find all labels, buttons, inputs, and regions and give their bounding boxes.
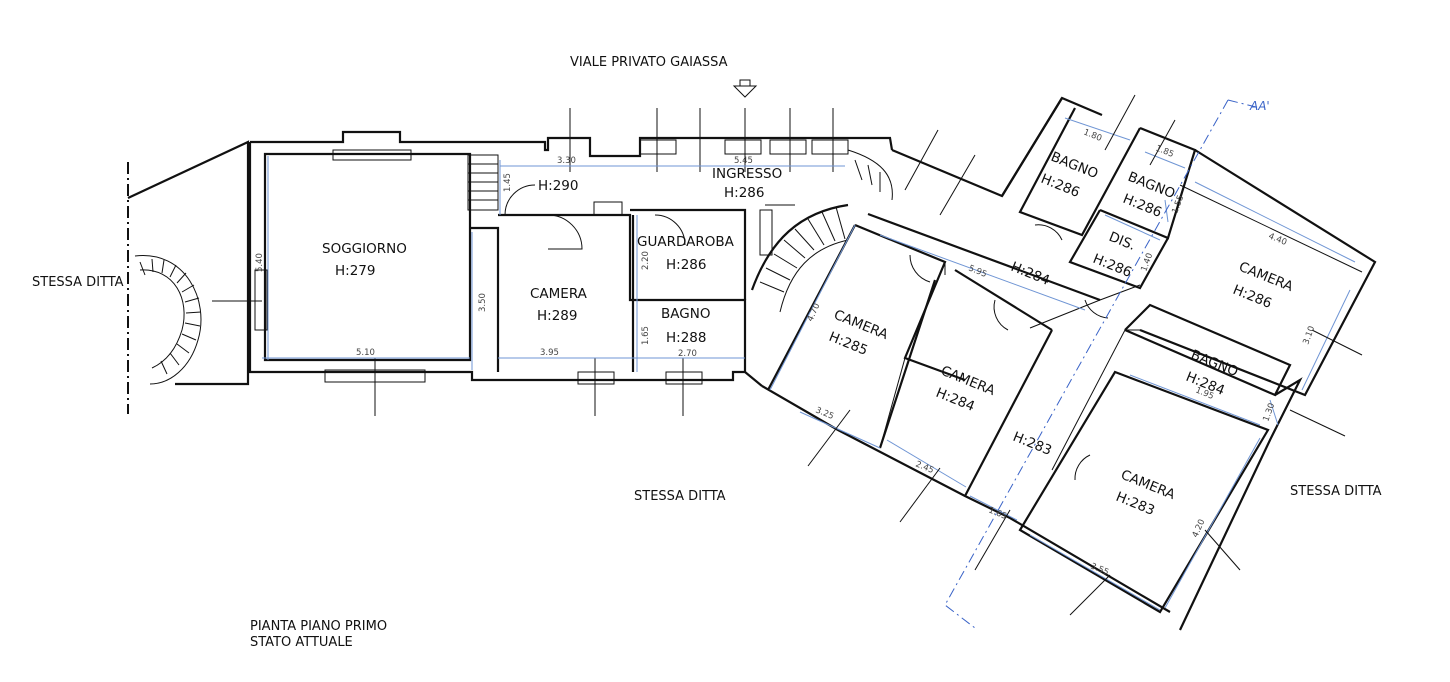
room-height: H:286 (1039, 171, 1083, 201)
camera-286-walls (1139, 149, 1377, 397)
dimension-label: 1.30 (1261, 402, 1277, 423)
dis-walls (1068, 209, 1169, 290)
camera-284-west (878, 279, 937, 449)
neighbor-left-label: STESSA DITTA (32, 275, 124, 290)
dimension-labels: 5.40 5.10 3.50 3.95 3.30 1.45 5.45 2.20 … (255, 128, 1317, 578)
room-height: H:290 (538, 178, 578, 194)
bagno-window-south (665, 371, 703, 385)
dimension-label: 5.95 (967, 264, 988, 280)
room-name: BAGNO (661, 306, 710, 322)
section-cut-label: AA' (1249, 99, 1270, 113)
dimension-label: 5.45 (734, 156, 753, 166)
dimension-label: 1.85 (1154, 144, 1175, 160)
south-wing-wall (761, 385, 1171, 613)
section-ticks (374, 108, 834, 416)
ingresso-window-2 (724, 139, 762, 155)
room-height: H:286 (1091, 251, 1135, 281)
ingresso-window-1 (639, 139, 677, 155)
spiral-stair-treads (139, 258, 202, 375)
dimension-label: 3.30 (557, 156, 576, 166)
room-name: GUARDAROBA (637, 234, 735, 250)
bagno-1-walls (1018, 107, 1141, 237)
dimension-label: 3.95 (540, 348, 559, 358)
room-height: H:286 (1231, 282, 1275, 312)
room-name: SOGGIORNO (322, 241, 407, 257)
plan-title-line1: PIANTA PIANO PRIMO (250, 619, 387, 634)
main-stair-outer (750, 203, 849, 291)
dimension-label: 3.10 (1301, 325, 1317, 346)
ingresso-window-3 (769, 139, 807, 155)
south-facade-wall (248, 142, 763, 387)
neighbor-right-label: STESSA DITTA (1290, 484, 1382, 499)
dimension-label: 5.40 (255, 253, 265, 272)
spiral-stair (134, 255, 202, 385)
room-height: H:286 (666, 257, 706, 273)
room-height: H:288 (666, 330, 706, 346)
entrance-arrow-icon (732, 79, 758, 98)
soggiorno-window-north (332, 149, 412, 161)
dimension-label: 1.45 (503, 173, 513, 192)
plan-title-line2: STATO ATTUALE (250, 635, 353, 650)
neighbor-bottom-label: STESSA DITTA (634, 489, 726, 504)
bagno-2-walls (1099, 126, 1197, 240)
dimension-lines (262, 117, 1356, 611)
street-label: VIALE PRIVATO GAIASSA (570, 55, 728, 70)
dimension-label: 2.20 (641, 251, 651, 270)
camera-283-walls (1018, 370, 1270, 614)
door-camera-1 (547, 214, 583, 250)
ingresso-window-4 (811, 139, 849, 155)
dimension-label: 2.70 (678, 349, 697, 359)
soggiorno-walls (263, 152, 472, 362)
soggiorno-window-west (254, 269, 268, 331)
dimension-label: 1.65 (641, 326, 651, 345)
dimension-label: 4.70 (806, 302, 823, 323)
room-height: H:286 (724, 185, 764, 201)
dimension-label: 4.40 (1267, 232, 1288, 248)
camera-window-south (577, 371, 615, 385)
room-name: CAMERA (530, 286, 588, 302)
room-height: H:279 (335, 263, 375, 279)
dimension-label: 5.10 (356, 348, 375, 358)
main-stair-treads (759, 206, 846, 293)
bagno-284-walls (1124, 303, 1292, 397)
room-height: H:283 (1011, 429, 1055, 459)
north-facade-wall (250, 130, 894, 158)
dimension-label: 2.45 (914, 460, 935, 476)
door-guardaroba (593, 201, 623, 215)
room-name: DIS. (1107, 229, 1138, 254)
room-name: INGRESSO (712, 166, 782, 182)
terrace-wall (127, 140, 250, 386)
room-height: H:289 (537, 308, 577, 324)
dimension-label: 1.65 (987, 506, 1008, 522)
dimension-label: 3.50 (478, 293, 488, 312)
dimension-label: 1.40 (1139, 252, 1155, 273)
section-cut-aa (944, 99, 1261, 629)
